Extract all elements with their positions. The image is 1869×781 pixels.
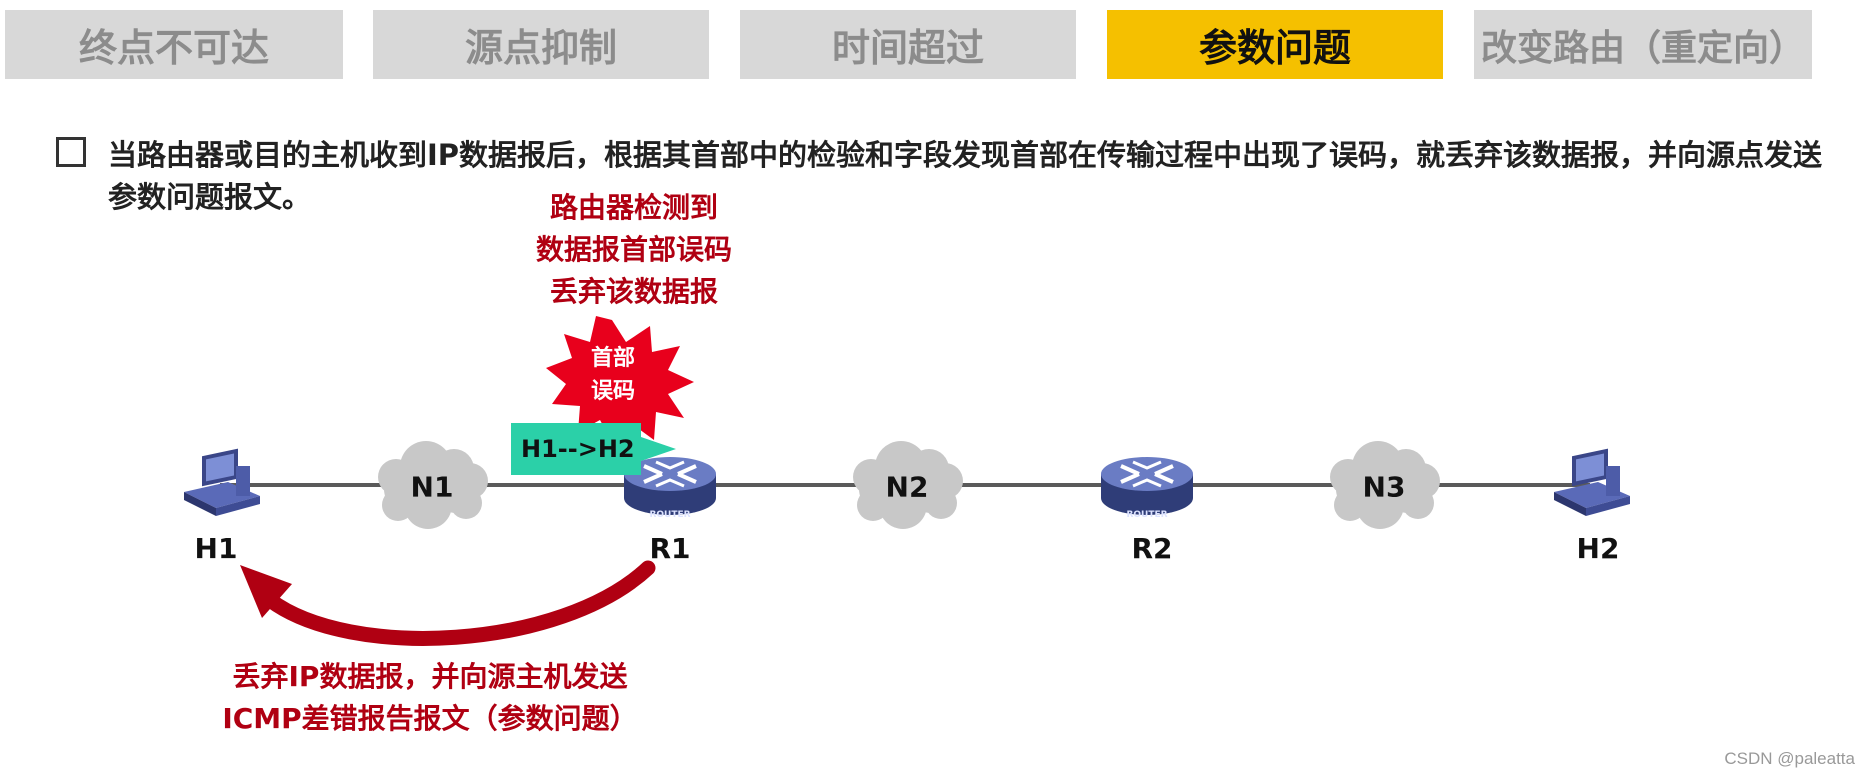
burst-line-1: 首部 <box>590 346 636 371</box>
tab-time-exceeded[interactable]: 时间超过 <box>740 10 1076 79</box>
label-n2: N2 <box>885 470 929 504</box>
icmp-note: 丢弃IP数据报，并向源主机发送 ICMP差错报告报文（参数问题） <box>190 656 670 740</box>
label-n1: N1 <box>410 470 454 504</box>
router-note-line-1: 路由器检测到 <box>549 191 718 224</box>
packet-arrow-head <box>641 437 676 461</box>
label-h1: H1 <box>194 532 238 565</box>
packet-h1-to-h2: H1-->H2 <box>511 423 641 475</box>
router-note-line-3: 丢弃该数据报 <box>549 275 718 308</box>
router-icon-r2 <box>1099 455 1195 517</box>
tab-parameter-problem[interactable]: 参数问题 <box>1107 10 1443 79</box>
router-note: 路由器检测到 数据报首部误码 丢弃该数据报 <box>512 187 756 313</box>
host-icon-h2 <box>1554 448 1630 516</box>
router-note-line-2: 数据报首部误码 <box>535 233 732 266</box>
watermark: CSDN @paleatta <box>1724 749 1855 768</box>
icmp-return-arrow <box>262 560 656 646</box>
tab-destination-unreachable[interactable]: 终点不可达 <box>5 10 343 79</box>
packet-label: H1-->H2 <box>521 435 635 463</box>
label-n3: N3 <box>1362 470 1406 504</box>
label-r1: R1 <box>649 532 691 565</box>
icmp-return-arrow-head <box>240 565 292 618</box>
router-badge-r1: ROUTER <box>649 510 691 520</box>
icmp-note-line-2: ICMP差错报告报文（参数问题） <box>222 702 638 735</box>
label-h2: H2 <box>1576 532 1620 565</box>
description-text: 当路由器或目的主机收到IP数据报后，根据其首部中的检验和字段发现首部在传输过程中… <box>108 138 1823 214</box>
error-burst-icon <box>546 316 694 446</box>
bullet-checkbox <box>56 137 86 167</box>
icmp-note-line-1: 丢弃IP数据报，并向源主机发送 <box>232 660 628 693</box>
router-badge-r2: ROUTER <box>1126 510 1168 520</box>
label-r2: R2 <box>1131 532 1173 565</box>
host-icon-h1 <box>184 448 260 516</box>
burst-label: 首部 误码 <box>591 342 635 408</box>
burst-line-2: 误码 <box>590 379 636 404</box>
tab-source-quench[interactable]: 源点抑制 <box>373 10 709 79</box>
tab-redirect[interactable]: 改变路由（重定向） <box>1474 10 1812 79</box>
